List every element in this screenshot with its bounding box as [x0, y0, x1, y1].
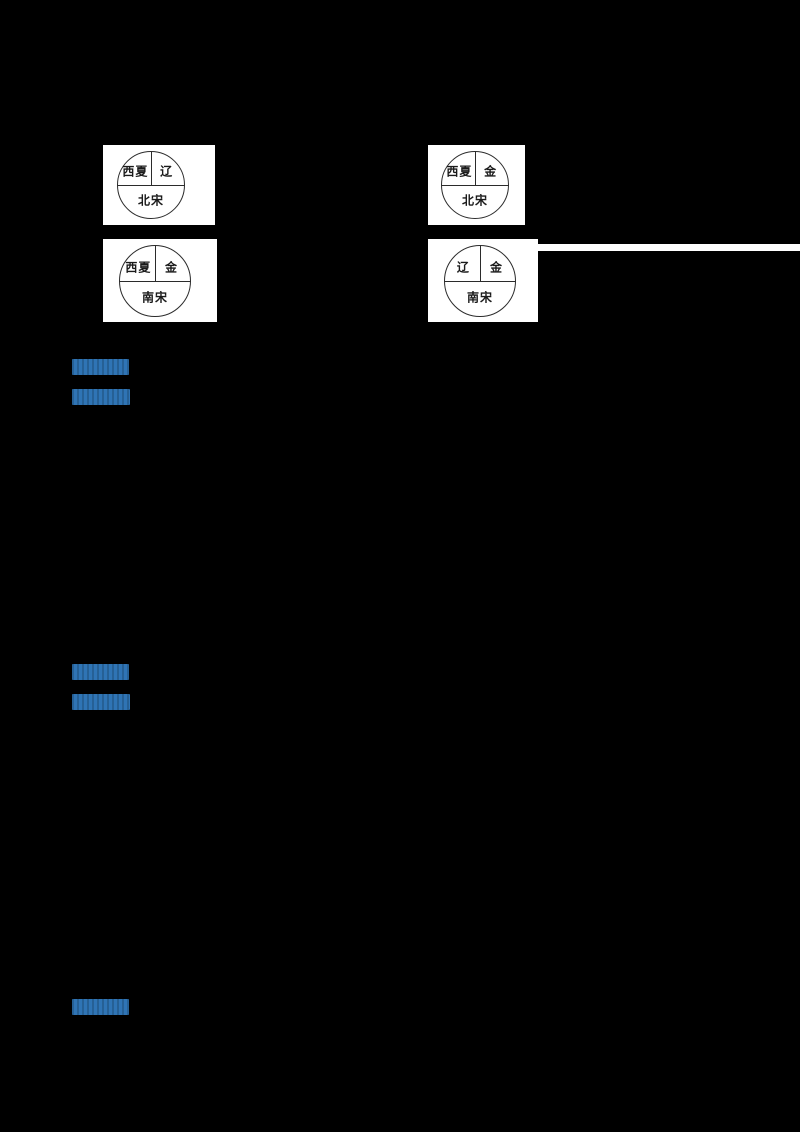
label-bottom: 北宋	[461, 193, 489, 208]
label-top-left: 西夏	[122, 164, 149, 179]
label-top-right: 金	[165, 260, 179, 275]
diagram-panel-1: 西夏辽北宋	[103, 145, 215, 225]
vertical-divider	[151, 151, 152, 185]
label-top-left: 西夏	[446, 164, 473, 179]
diagram-panel-3: 西夏金南宋	[103, 239, 217, 322]
diagram-panel-2: 西夏金北宋	[428, 145, 525, 225]
scan-white-strip	[502, 244, 800, 251]
dynasty-circle-3: 西夏金南宋	[119, 245, 191, 317]
label-bottom: 北宋	[137, 193, 165, 208]
horizontal-divider	[117, 185, 185, 186]
redacted-text-1: ████	[72, 359, 129, 375]
label-bottom: 南宋	[466, 290, 494, 305]
redacted-text-5: ████	[72, 999, 129, 1015]
redacted-text-4: ████	[72, 694, 130, 710]
diagram-panel-4: 辽 金南宋	[428, 239, 538, 322]
label-top-right: 辽	[160, 164, 174, 179]
label-top-right: 金	[490, 260, 504, 275]
label-bottom: 南宋	[141, 290, 169, 305]
label-top-left: 西夏	[125, 260, 152, 275]
dynasty-circle-1: 西夏辽北宋	[117, 151, 185, 219]
dynasty-circle-2: 西夏金北宋	[441, 151, 509, 219]
horizontal-divider	[444, 281, 516, 282]
label-top-left: 辽	[456, 260, 470, 275]
horizontal-divider	[441, 185, 509, 186]
vertical-divider	[155, 245, 156, 281]
redacted-text-3: ████	[72, 664, 129, 680]
dynasty-circle-4: 辽 金南宋	[444, 245, 516, 317]
label-top-right: 金	[484, 164, 498, 179]
vertical-divider	[475, 151, 476, 185]
redacted-text-2: ████	[72, 389, 130, 405]
horizontal-divider	[119, 281, 191, 282]
vertical-divider	[480, 245, 481, 281]
